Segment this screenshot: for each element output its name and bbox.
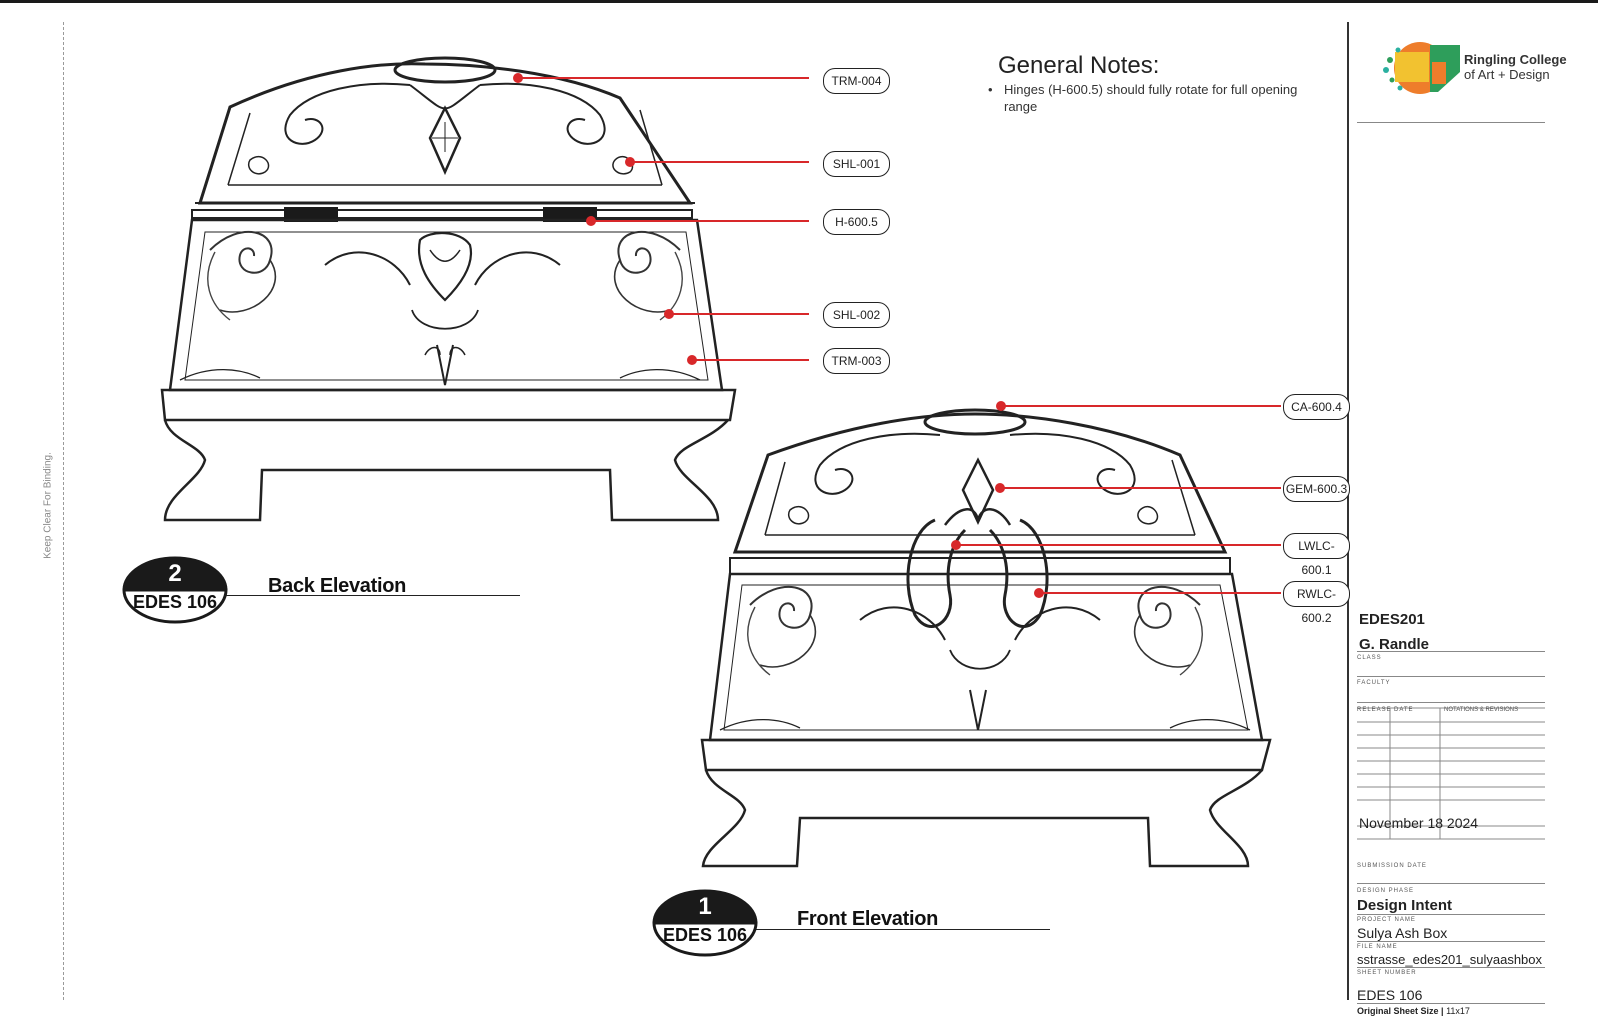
- back-view-number: 2: [168, 560, 182, 587]
- general-note-text: Hinges (H-600.5) should fully rotate for…: [1004, 82, 1298, 114]
- revision-header-notes: NOTATIONS & REVISIONS: [1444, 707, 1519, 713]
- bullet-icon: •: [988, 82, 993, 97]
- revision-header-rule: [1357, 702, 1545, 703]
- tag-trm-004: TRM-004: [823, 68, 890, 94]
- callout-bubble-back: [122, 556, 228, 624]
- revision-header-release: RELEASE: [1357, 707, 1392, 713]
- sheet-number: EDES 106: [1357, 987, 1423, 1003]
- tag-trm-003: TRM-003: [823, 348, 890, 374]
- tag-shl-002: SHL-002: [823, 302, 890, 328]
- ringling-logo-mark: [1383, 42, 1460, 94]
- tag-h-600-5: H-600.5: [823, 209, 890, 235]
- callout-bubble-front: [652, 889, 758, 957]
- sheet-size-label: Original Sheet Size: [1357, 1006, 1439, 1016]
- project-name: Sulya Ash Box: [1357, 925, 1448, 941]
- faculty-value: G. Randle: [1359, 636, 1430, 653]
- leader-lines: [513, 73, 1281, 598]
- binding-margin-line: [63, 22, 64, 1000]
- front-view-number: 1: [698, 893, 712, 920]
- project-name-caption: PROJECT NAME: [1357, 917, 1416, 923]
- sheet-size-label-row: Original Sheet Size | 11x17: [1357, 1006, 1470, 1016]
- design-phase: Design Intent: [1357, 897, 1453, 914]
- class-value: EDES201: [1359, 611, 1425, 628]
- sheet-size: 11x17: [1446, 1006, 1470, 1016]
- sheet-number-rule: [1357, 967, 1545, 968]
- back-view-title: Back Elevation: [268, 575, 407, 597]
- faculty-rule: [1357, 676, 1545, 677]
- file-name: sstrasse_edes201_sulyaashbox: [1357, 952, 1543, 967]
- school-logo-text: Ringling College of Art + Design: [1464, 52, 1567, 82]
- back-view-sheet-ref: EDES 106: [132, 592, 218, 612]
- design-phase-caption: DESIGN PHASE: [1357, 888, 1415, 894]
- general-note-item: • Hinges (H-600.5) should fully rotate f…: [988, 81, 1324, 115]
- tag-gem-600-3: GEM-600.3: [1283, 476, 1350, 502]
- back-view-title-underline: [226, 595, 520, 596]
- front-view-sheet-ref: EDES 106: [662, 925, 748, 945]
- project-name-rule: [1357, 914, 1545, 915]
- faculty-caption: FACULTY: [1357, 680, 1391, 686]
- tag-lwlc-600-1: LWLC-600.1: [1283, 533, 1350, 577]
- general-notes-title: General Notes:: [998, 52, 1160, 79]
- tag-shl-001: SHL-001: [823, 151, 890, 177]
- front-view-title-underline: [756, 929, 1050, 930]
- school-name-line2: of Art + Design: [1464, 67, 1550, 82]
- design-phase-rule: [1357, 883, 1545, 884]
- class-caption: CLASS: [1357, 655, 1382, 661]
- file-name-rule: [1357, 941, 1545, 942]
- sheet-size-rule: [1357, 1003, 1545, 1004]
- revision-grid: [1357, 707, 1545, 840]
- submission-date: November 18 2024: [1359, 815, 1479, 831]
- file-name-caption: FILE NAME: [1357, 944, 1398, 950]
- revision-header-date: DATE: [1394, 707, 1414, 713]
- tag-ca-600-4: CA-600.4: [1283, 394, 1350, 420]
- logo-divider: [1357, 122, 1545, 123]
- class-rule: [1357, 651, 1545, 652]
- front-view-title: Front Elevation: [797, 908, 939, 930]
- sheet-number-caption: SHEET NUMBER: [1357, 970, 1417, 976]
- school-name-line1: Ringling College: [1464, 52, 1567, 67]
- title-block-divider: [1347, 22, 1349, 1000]
- back-elevation-box: [160, 56, 737, 522]
- top-border: [0, 0, 1598, 3]
- tag-rwlc-600-2: RWLC-600.2: [1283, 581, 1350, 625]
- submission-date-caption: SUBMISSION DATE: [1357, 863, 1427, 869]
- front-elevation-box: [700, 408, 1272, 868]
